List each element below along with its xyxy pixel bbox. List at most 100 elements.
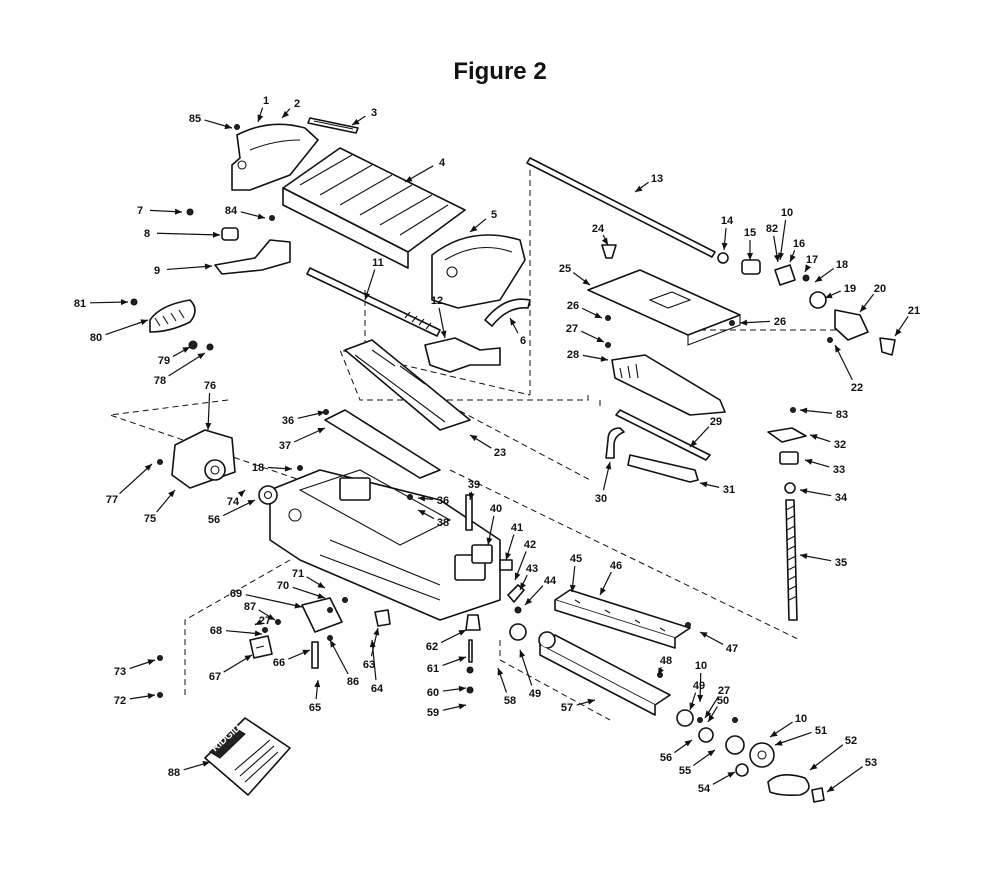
callout-label: 2: [294, 98, 300, 110]
callout-25: 25: [559, 263, 591, 286]
arrowhead: [369, 640, 376, 648]
leader-line: [168, 352, 206, 377]
arrowhead: [707, 750, 715, 757]
arrowhead: [727, 772, 735, 778]
callout-label: 3: [371, 107, 377, 119]
callout-label: 18: [252, 462, 264, 474]
callout-label: 61: [427, 663, 439, 675]
callout-68: 68: [210, 625, 263, 637]
callout-label: 58: [504, 695, 516, 707]
arrowhead: [257, 213, 265, 220]
callout-54: 54: [698, 771, 736, 795]
callout-label: 34: [835, 492, 848, 504]
arrowhead: [700, 632, 708, 638]
callout-59: 59: [427, 703, 467, 719]
callout-56: 56: [660, 739, 693, 764]
arrowhead: [317, 581, 325, 588]
rail-37: [324, 409, 441, 479]
arrowhead: [294, 602, 302, 609]
callout-11: 11: [364, 257, 384, 301]
arrowhead: [805, 264, 811, 272]
callout-31: 31: [699, 481, 735, 496]
callout-label: 80: [90, 332, 102, 344]
dust-brush: [307, 117, 359, 134]
callout-10: 10: [769, 713, 807, 738]
callout-label: 38: [437, 517, 449, 529]
callout-label: 26: [774, 316, 786, 328]
arrowhead: [600, 355, 608, 362]
callout-3: 3: [351, 107, 377, 126]
callout-label: 71: [292, 568, 304, 580]
callout-6: 6: [509, 317, 526, 347]
arrowhead: [569, 584, 576, 592]
callout-label: 5: [491, 209, 497, 221]
callout-label: 37: [279, 440, 291, 452]
leader-line: [156, 232, 221, 236]
callout-44: 44: [524, 575, 557, 606]
callout-label: 66: [273, 657, 285, 669]
callout-28: 28: [567, 349, 609, 362]
arrowhead: [810, 434, 818, 440]
callout-label: 69: [230, 588, 242, 600]
callout-10: 10: [695, 660, 707, 703]
left-lever: [214, 239, 291, 275]
callout-67: 67: [209, 654, 253, 683]
callout-label: 8: [144, 228, 150, 240]
arrowhead: [635, 185, 643, 192]
callout-label: 13: [651, 173, 663, 185]
arrowhead: [810, 763, 818, 770]
callout-label: 1: [263, 95, 269, 107]
callout-label: 47: [726, 643, 738, 655]
callout-label: 7: [137, 205, 143, 217]
callout-label: 63: [363, 659, 375, 671]
callout-label: 67: [209, 671, 221, 683]
pulley-group: [509, 623, 825, 803]
callout-label: 54: [698, 783, 711, 795]
callout-27: 27: [254, 615, 271, 627]
hose-30: [605, 427, 625, 459]
arrowhead: [697, 694, 704, 702]
callout-12: 12: [431, 295, 447, 339]
arrowhead: [705, 710, 712, 718]
callout-27: 27: [566, 323, 605, 343]
callout-label: 49: [693, 680, 705, 692]
callout-69: 69: [230, 588, 303, 609]
arrowhead: [700, 481, 708, 488]
small-hardware: [249, 597, 481, 694]
callout-label: 52: [845, 735, 857, 747]
callout-label: 31: [723, 484, 735, 496]
arrowhead: [600, 587, 606, 595]
arrowhead: [689, 702, 696, 710]
callout-label: 12: [431, 295, 443, 307]
callout-label: 62: [426, 641, 438, 653]
callout-62: 62: [426, 629, 467, 653]
callout-19: 19: [824, 283, 856, 299]
arrowhead: [458, 703, 466, 710]
leader-line: [166, 265, 213, 271]
right-hardware-group: [717, 252, 896, 356]
callout-16: 16: [789, 238, 805, 263]
callout-52: 52: [809, 735, 857, 771]
leader-line: [105, 319, 149, 336]
callout-label: 4: [439, 157, 446, 169]
arrowhead: [364, 292, 371, 300]
callout-55: 55: [679, 749, 716, 777]
callout-74: 74: [227, 489, 246, 508]
callout-49: 49: [689, 680, 705, 711]
arrowhead: [267, 613, 275, 620]
arrowhead: [205, 422, 212, 430]
callout-label: 48: [660, 655, 672, 667]
callout-76: 76: [204, 380, 216, 431]
callout-label: 11: [372, 257, 384, 269]
chip-deflector: [611, 354, 726, 416]
callout-8: 8: [144, 228, 221, 240]
callout-47: 47: [699, 631, 738, 655]
callout-label: 82: [766, 223, 778, 235]
arrowhead: [690, 439, 698, 447]
callout-label: 53: [865, 757, 877, 769]
arrowhead: [596, 336, 604, 342]
callout-label: 39: [468, 479, 480, 491]
callout-66: 66: [273, 649, 311, 669]
arrowhead: [708, 714, 715, 722]
callout-label: 19: [844, 283, 856, 295]
